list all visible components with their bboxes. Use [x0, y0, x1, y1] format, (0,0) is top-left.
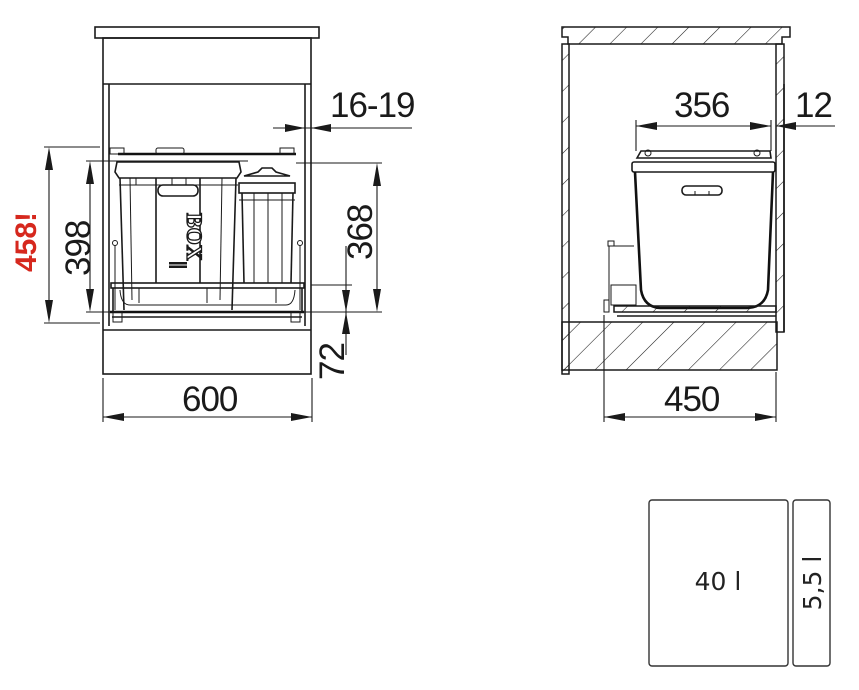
dim-356: 356: [635, 86, 772, 151]
base-section: [561, 321, 778, 371]
frame-tray: [110, 282, 305, 323]
cabinet-outer: [102, 37, 312, 375]
dim-458-warning: 458!: [10, 146, 100, 324]
worktop-section: [561, 26, 791, 45]
dim-450-label: 450: [664, 380, 720, 419]
side-view: 356 12 450: [561, 26, 835, 422]
dim-450: 450: [603, 315, 777, 422]
dim-398-label: 398: [59, 221, 98, 276]
dim-398: 398: [59, 160, 248, 313]
back-wall-section: [561, 43, 570, 375]
dim-368: 368: [296, 162, 382, 313]
dim-72: 72: [311, 246, 352, 380]
bin-brand-label: BOX: [182, 213, 207, 261]
front-view: BOX: [10, 26, 416, 422]
dim-12: 12: [776, 86, 835, 130]
capacity-legend: 40 l 5,5 l: [648, 499, 831, 667]
bin-handle: [157, 184, 199, 197]
side-frame: [603, 240, 777, 317]
dim-16-19: 16-19: [273, 86, 416, 132]
dim-458-label: 458!: [10, 212, 43, 272]
side-bin: [631, 149, 776, 310]
door-section: [775, 43, 785, 333]
small-bin-capacity-label: 5,5 l: [798, 556, 827, 611]
large-bin-capacity-box: [648, 499, 789, 667]
side-bin-handle: [681, 185, 723, 196]
dim-368-label: 368: [341, 205, 380, 260]
dim-12-label: 12: [795, 86, 832, 125]
small-bin: [238, 167, 296, 284]
large-bin-capacity-label: 40 l: [695, 567, 742, 596]
dim-600-label: 600: [182, 380, 238, 419]
large-bin: BOX: [114, 161, 242, 311]
dim-356-label: 356: [674, 86, 729, 125]
dim-72-label: 72: [313, 343, 352, 380]
small-bin-capacity-box: [792, 499, 831, 667]
worktop: [94, 26, 320, 39]
dim-600: 600: [102, 378, 313, 422]
dim-16-19-label: 16-19: [330, 86, 415, 125]
